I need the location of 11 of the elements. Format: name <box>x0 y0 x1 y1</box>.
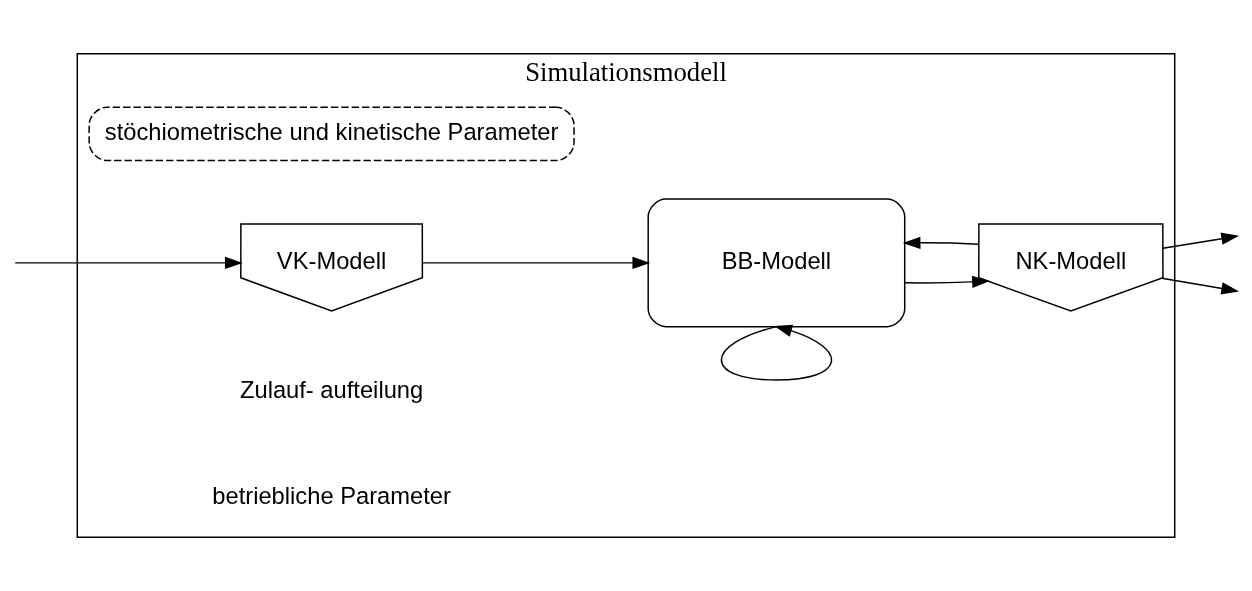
arrow <box>14 256 243 270</box>
arrow <box>1162 232 1240 249</box>
arrow <box>902 236 980 250</box>
arrow <box>421 256 651 270</box>
arrow <box>1161 277 1240 295</box>
node-box: BB-Modell <box>647 198 906 328</box>
node-box: stöchiometrische und kinetische Parameter <box>88 106 575 162</box>
arrow <box>904 275 990 289</box>
label: Zulauf- aufteilung <box>239 376 424 403</box>
label: betriebliche Parameter <box>212 483 451 510</box>
arrow <box>720 324 832 381</box>
